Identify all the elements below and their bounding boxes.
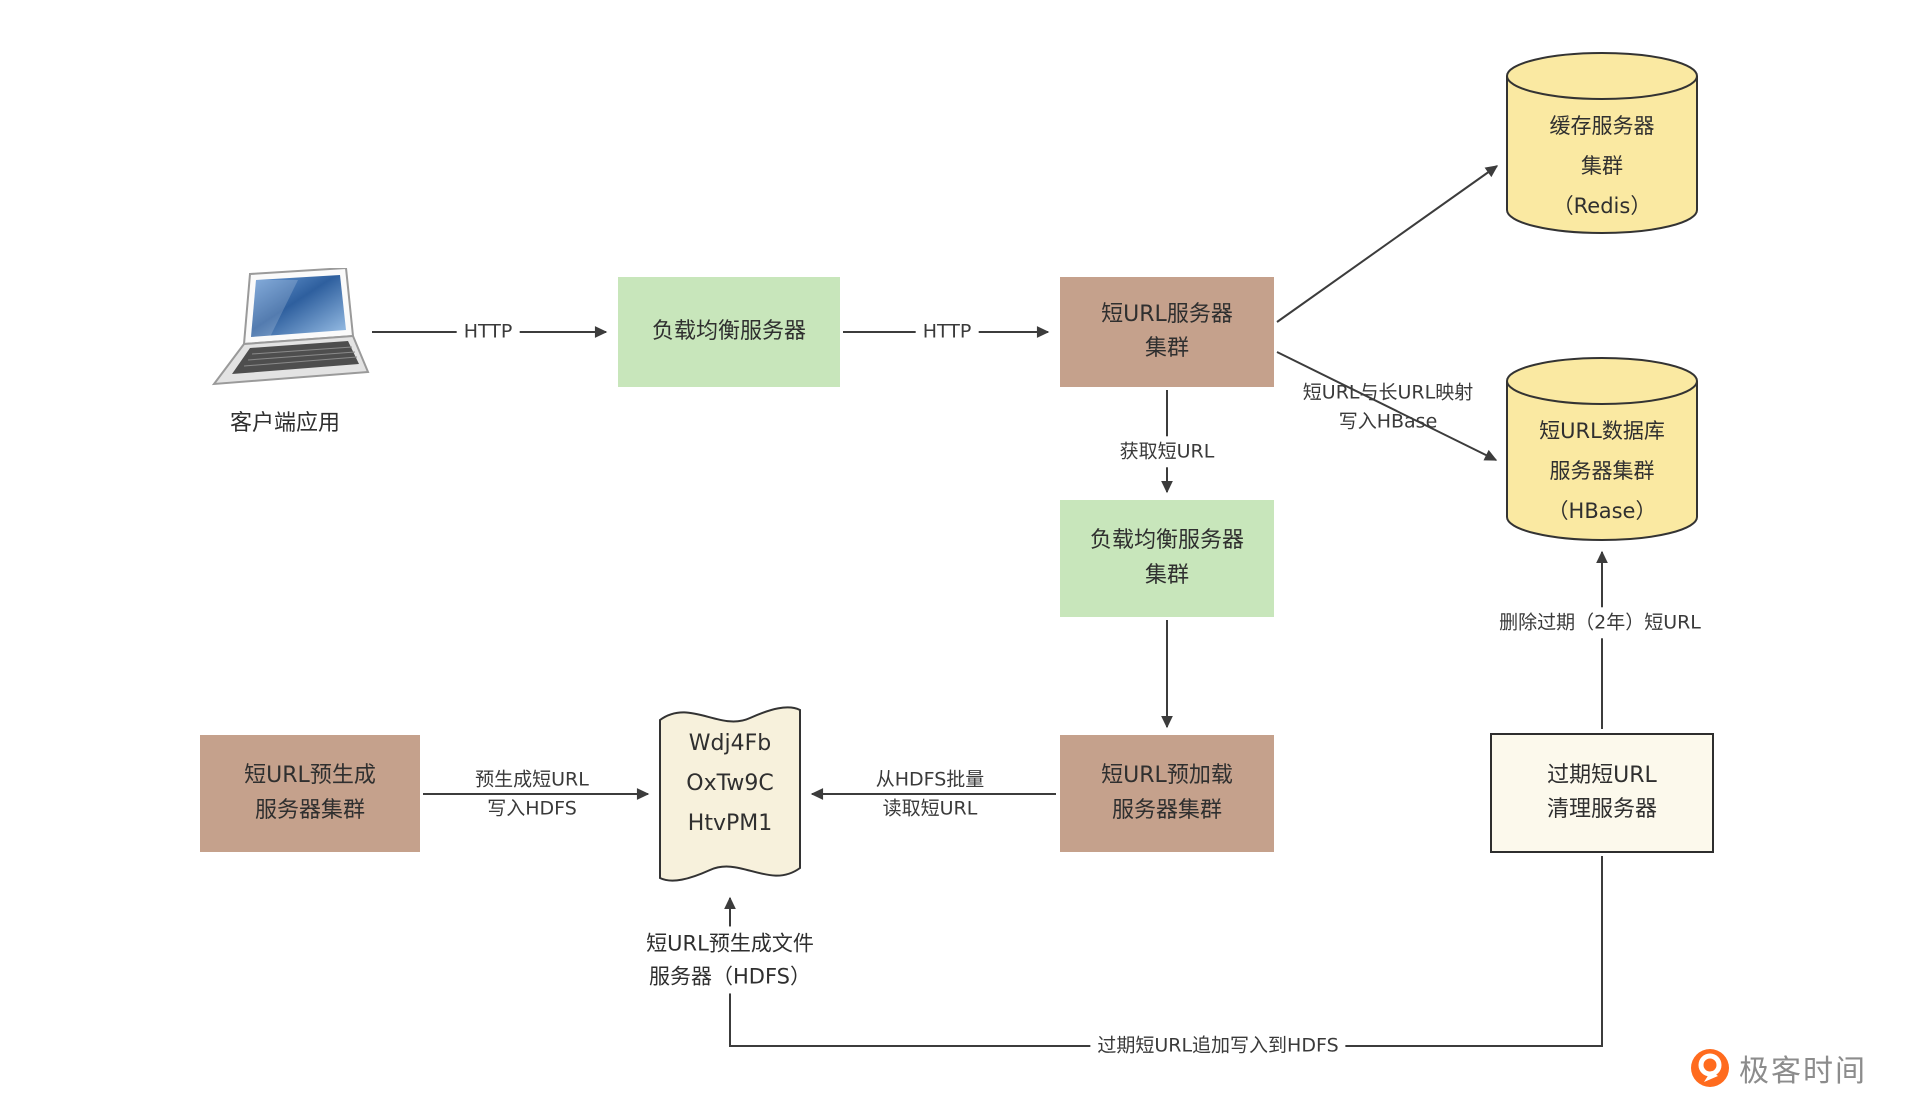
arrow-cleanup-to-hdfs-file xyxy=(724,856,1603,1047)
load-balancer-cluster-node: 负载均衡服务器 集群 xyxy=(1060,500,1274,617)
node-label: 负载均衡服务器 xyxy=(651,318,806,344)
edge-label-http-2: HTTP xyxy=(915,316,979,348)
edge-label-http-1: HTTP xyxy=(456,316,520,348)
edge-label-append-expired: 过期短URL追加写入到HDFS xyxy=(1090,1030,1346,1062)
database-cylinder-icon xyxy=(1506,357,1698,541)
expired-url-cleanup-server-node: 过期短URL 清理服务器 xyxy=(1490,733,1714,853)
client-node xyxy=(200,266,370,393)
edge-label-line: 写入HBase xyxy=(1338,411,1438,433)
node-label: 过期短URL xyxy=(1547,762,1657,788)
preload-server-cluster-node: 短URL预加载 服务器集群 xyxy=(1060,735,1274,852)
edge-label-delete-expired: 删除过期（2年）短URL xyxy=(1492,607,1708,639)
database-cylinder-icon xyxy=(1506,52,1698,234)
short-url-sample: Wdj4Fb xyxy=(688,731,772,756)
hdfs-file-caption: 短URL预生成文件 服务器（HDFS） xyxy=(639,926,821,994)
node-label: 集群 xyxy=(1581,154,1623,178)
edge-label-line: 读取短URL xyxy=(882,798,978,820)
geektime-logo: 极客时间 xyxy=(1690,1046,1867,1090)
node-label: 服务器集群 xyxy=(1111,797,1222,823)
arrow-shorturl-to-hbase xyxy=(1276,351,1498,461)
node-label: （HBase） xyxy=(1547,499,1657,523)
node-label: 负载均衡服务器 xyxy=(1089,528,1244,554)
node-label: 服务器集群 xyxy=(254,797,365,823)
node-label: 服务器集群 xyxy=(1549,459,1655,483)
short-url-sample: HtvPM1 xyxy=(687,811,773,836)
geektime-logo-icon xyxy=(1691,1049,1729,1087)
node-label: （Redis） xyxy=(1552,194,1652,218)
node-label: 短URL数据库 xyxy=(1539,419,1665,443)
laptop-icon xyxy=(211,266,370,386)
node-label: 短URL预加载 xyxy=(1101,763,1233,789)
edge-label-get-short-url: 获取短URL xyxy=(1112,436,1222,468)
edge-label-map-to-hbase: 短URL与长URL映射 写入HBase xyxy=(1303,379,1473,438)
edge-label-line: 从HDFS批量 xyxy=(875,768,985,791)
document-shape-icon xyxy=(659,706,801,882)
hbase-db-cluster-node: 短URL数据库 服务器集群 （HBase） xyxy=(1504,355,1700,543)
edge-label-line: 短URL与长URL映射 xyxy=(1302,381,1474,404)
edge-label-line: 写入HDFS xyxy=(487,798,577,820)
caption-line: 服务器（HDFS） xyxy=(648,964,812,988)
short-url-server-cluster-node: 短URL服务器 集群 xyxy=(1060,277,1274,387)
node-label: 短URL预生成 xyxy=(244,763,376,789)
node-label: 集群 xyxy=(1144,562,1189,588)
caption-line: 短URL预生成文件 xyxy=(646,931,814,956)
node-label: 集群 xyxy=(1144,336,1189,361)
node-label: 缓存服务器 xyxy=(1549,114,1655,138)
client-label: 客户端应用 xyxy=(229,411,341,436)
arrow-shorturl-to-redis xyxy=(1276,165,1499,323)
short-url-sample: OxTw9C xyxy=(686,771,774,796)
edge-label-read-from-hdfs: 从HDFS批量 读取短URL xyxy=(876,766,985,825)
redis-cache-cluster-node: 缓存服务器 集群 （Redis） xyxy=(1504,50,1700,236)
edge-label-write-to-hdfs: 预生成短URL 写入HDFS xyxy=(475,766,589,825)
hdfs-file-node: Wdj4Fb OxTw9C HtvPM1 xyxy=(656,698,804,890)
pregen-server-cluster-node: 短URL预生成 服务器集群 xyxy=(200,735,420,852)
node-label: 短URL服务器 xyxy=(1101,301,1233,327)
node-label: 清理服务器 xyxy=(1546,797,1657,822)
edge-label-line: 预生成短URL xyxy=(475,768,589,791)
geektime-logo-text: 极客时间 xyxy=(1739,1054,1867,1089)
load-balancer-node: 负载均衡服务器 xyxy=(618,277,840,387)
